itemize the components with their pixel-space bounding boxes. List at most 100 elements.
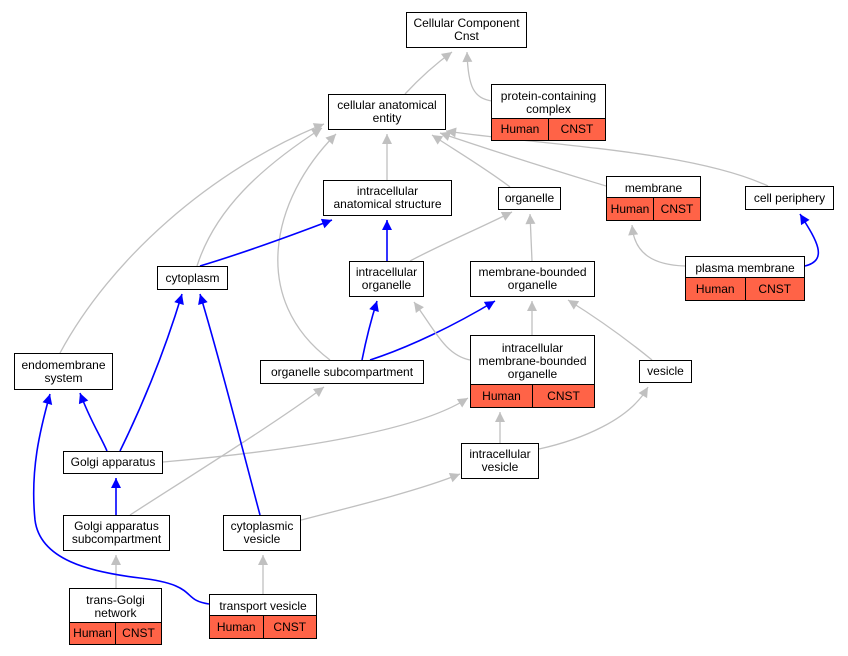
edge-arrowhead — [628, 225, 639, 236]
edge-line — [445, 130, 769, 187]
edge-cyt-to-cae — [196, 127, 323, 267]
edge-tv-to-es — [32, 393, 210, 605]
edge-arrowhead — [527, 301, 537, 311]
node-label: trans-Golgi network — [86, 592, 145, 620]
edge-cae-to-cc — [404, 51, 453, 95]
edge-arrowhead — [440, 52, 452, 62]
node-cell-periphery[interactable]: cell periphery — [745, 186, 834, 210]
edge-arrowhead — [440, 131, 452, 141]
node-cytoplasmic-vesicle[interactable]: cytoplasmic vesicle — [223, 515, 301, 551]
node-intracellular-membrane-bounded-organelle[interactable]: intracellular membrane-bounded organelle… — [470, 335, 595, 408]
node-cytoplasm[interactable]: cytoplasm — [157, 266, 228, 290]
edge-line — [196, 127, 323, 267]
node-cellular-anatomical-entity[interactable]: cellular anatomical entity — [328, 94, 446, 130]
tag-cnst: CNST — [548, 119, 605, 140]
edge-iv-to-ves — [538, 386, 649, 450]
edge-line — [162, 397, 469, 463]
node-endomembrane-system[interactable]: endomembrane system — [14, 353, 113, 390]
node-label: Golgi apparatus — [70, 455, 156, 469]
node-label: membrane-bounded organelle — [478, 265, 587, 292]
node-label: intracellular vesicle — [469, 447, 531, 474]
edge-arrowhead — [312, 387, 324, 397]
node-vesicle[interactable]: vesicle — [639, 360, 692, 383]
edge-arrowhead — [483, 301, 495, 311]
edge-pm-to-mem — [628, 224, 686, 267]
edge-arrowhead — [456, 398, 468, 408]
node-label: plasma membrane — [695, 260, 795, 275]
node-label: intracellular anatomical structure — [333, 184, 442, 211]
tag-cnst: CNST — [744, 278, 804, 300]
tag-human: Human — [210, 616, 263, 638]
edge-arrowhead — [500, 211, 512, 221]
edge-arrowhead — [312, 123, 324, 133]
node-label: cell periphery — [753, 190, 826, 205]
edge-arrowhead — [310, 128, 322, 138]
node-label: Cellular Component Cnst — [413, 16, 520, 43]
node-cellular-component[interactable]: Cellular Component Cnst — [406, 12, 527, 48]
node-organelle[interactable]: organelle — [498, 187, 561, 210]
edge-ga-to-cyt — [119, 293, 184, 452]
edge-tgn-to-gas — [111, 555, 121, 588]
edge-line — [129, 386, 325, 516]
node-golgi-apparatus-subcompartment[interactable]: Golgi apparatus subcompartment — [63, 515, 170, 551]
edge-cp-to-cae — [445, 127, 769, 187]
node-label: membrane — [624, 180, 683, 195]
node-membrane-bounded-organelle[interactable]: membrane-bounded organelle — [470, 261, 595, 297]
node-golgi-apparatus[interactable]: Golgi apparatus — [63, 451, 163, 474]
edge-arrowhead — [369, 301, 379, 313]
edge-line — [631, 224, 686, 267]
tag-human: Human — [471, 385, 532, 407]
edge-imbo-to-mbo — [527, 301, 537, 335]
edge-line — [199, 219, 333, 267]
edge-cyt-to-ias — [199, 218, 333, 267]
node-intracellular-vesicle[interactable]: intracellular vesicle — [461, 443, 539, 479]
edge-mem-to-cae — [439, 131, 607, 187]
edge-arrowhead — [111, 555, 121, 565]
edge-os-to-io — [361, 300, 379, 361]
edge-cv-to-cyt — [198, 293, 261, 516]
edge-tv-to-cv — [258, 555, 268, 594]
edge-mbo-to-org — [525, 213, 536, 262]
edge-io-to-ias — [382, 220, 392, 261]
edge-pcc-to-cc — [462, 51, 493, 102]
edge-arrowhead — [525, 214, 536, 225]
node-label: endomembrane system — [21, 357, 106, 385]
edge-line — [567, 299, 653, 361]
edge-arrowhead — [198, 294, 208, 306]
node-label: transport vesicle — [219, 598, 307, 613]
edge-ga-to-es — [78, 392, 108, 452]
edge-ga-to-imbo — [162, 397, 469, 463]
tag-cnst: CNST — [115, 623, 161, 644]
edge-imbo-to-io — [413, 301, 471, 361]
edge-line — [59, 123, 325, 354]
edge-arrowhead — [325, 134, 336, 145]
tag-cnst: CNST — [532, 385, 594, 407]
node-label: protein-containing complex — [500, 88, 597, 116]
node-label: cellular anatomical entity — [337, 98, 437, 125]
node-label: cytoplasmic vesicle — [230, 519, 294, 546]
node-organelle-subcompartment[interactable]: organelle subcompartment — [260, 360, 424, 384]
edge-ves-to-mbo — [567, 299, 653, 361]
edge-line — [277, 133, 337, 361]
edge-arrowhead — [568, 300, 580, 310]
edge-line — [409, 211, 513, 262]
tag-human: Human — [607, 198, 653, 220]
node-label: organelle subcompartment — [270, 364, 414, 379]
edge-line — [413, 301, 471, 361]
tag-cnst: CNST — [262, 616, 316, 638]
edge-io-to-org — [409, 211, 513, 262]
node-intracellular-organelle[interactable]: intracellular organelle — [349, 261, 424, 297]
edge-pm-to-cp — [799, 213, 819, 267]
edge-arrowhead — [800, 214, 810, 226]
edge-arrowhead — [111, 478, 121, 488]
node-intracellular-anatomical-structure[interactable]: intracellular anatomical structure — [323, 180, 452, 216]
node-label: intracellular organelle — [355, 265, 418, 292]
tag-human: Human — [686, 278, 745, 300]
edge-gas-to-os — [129, 386, 325, 516]
